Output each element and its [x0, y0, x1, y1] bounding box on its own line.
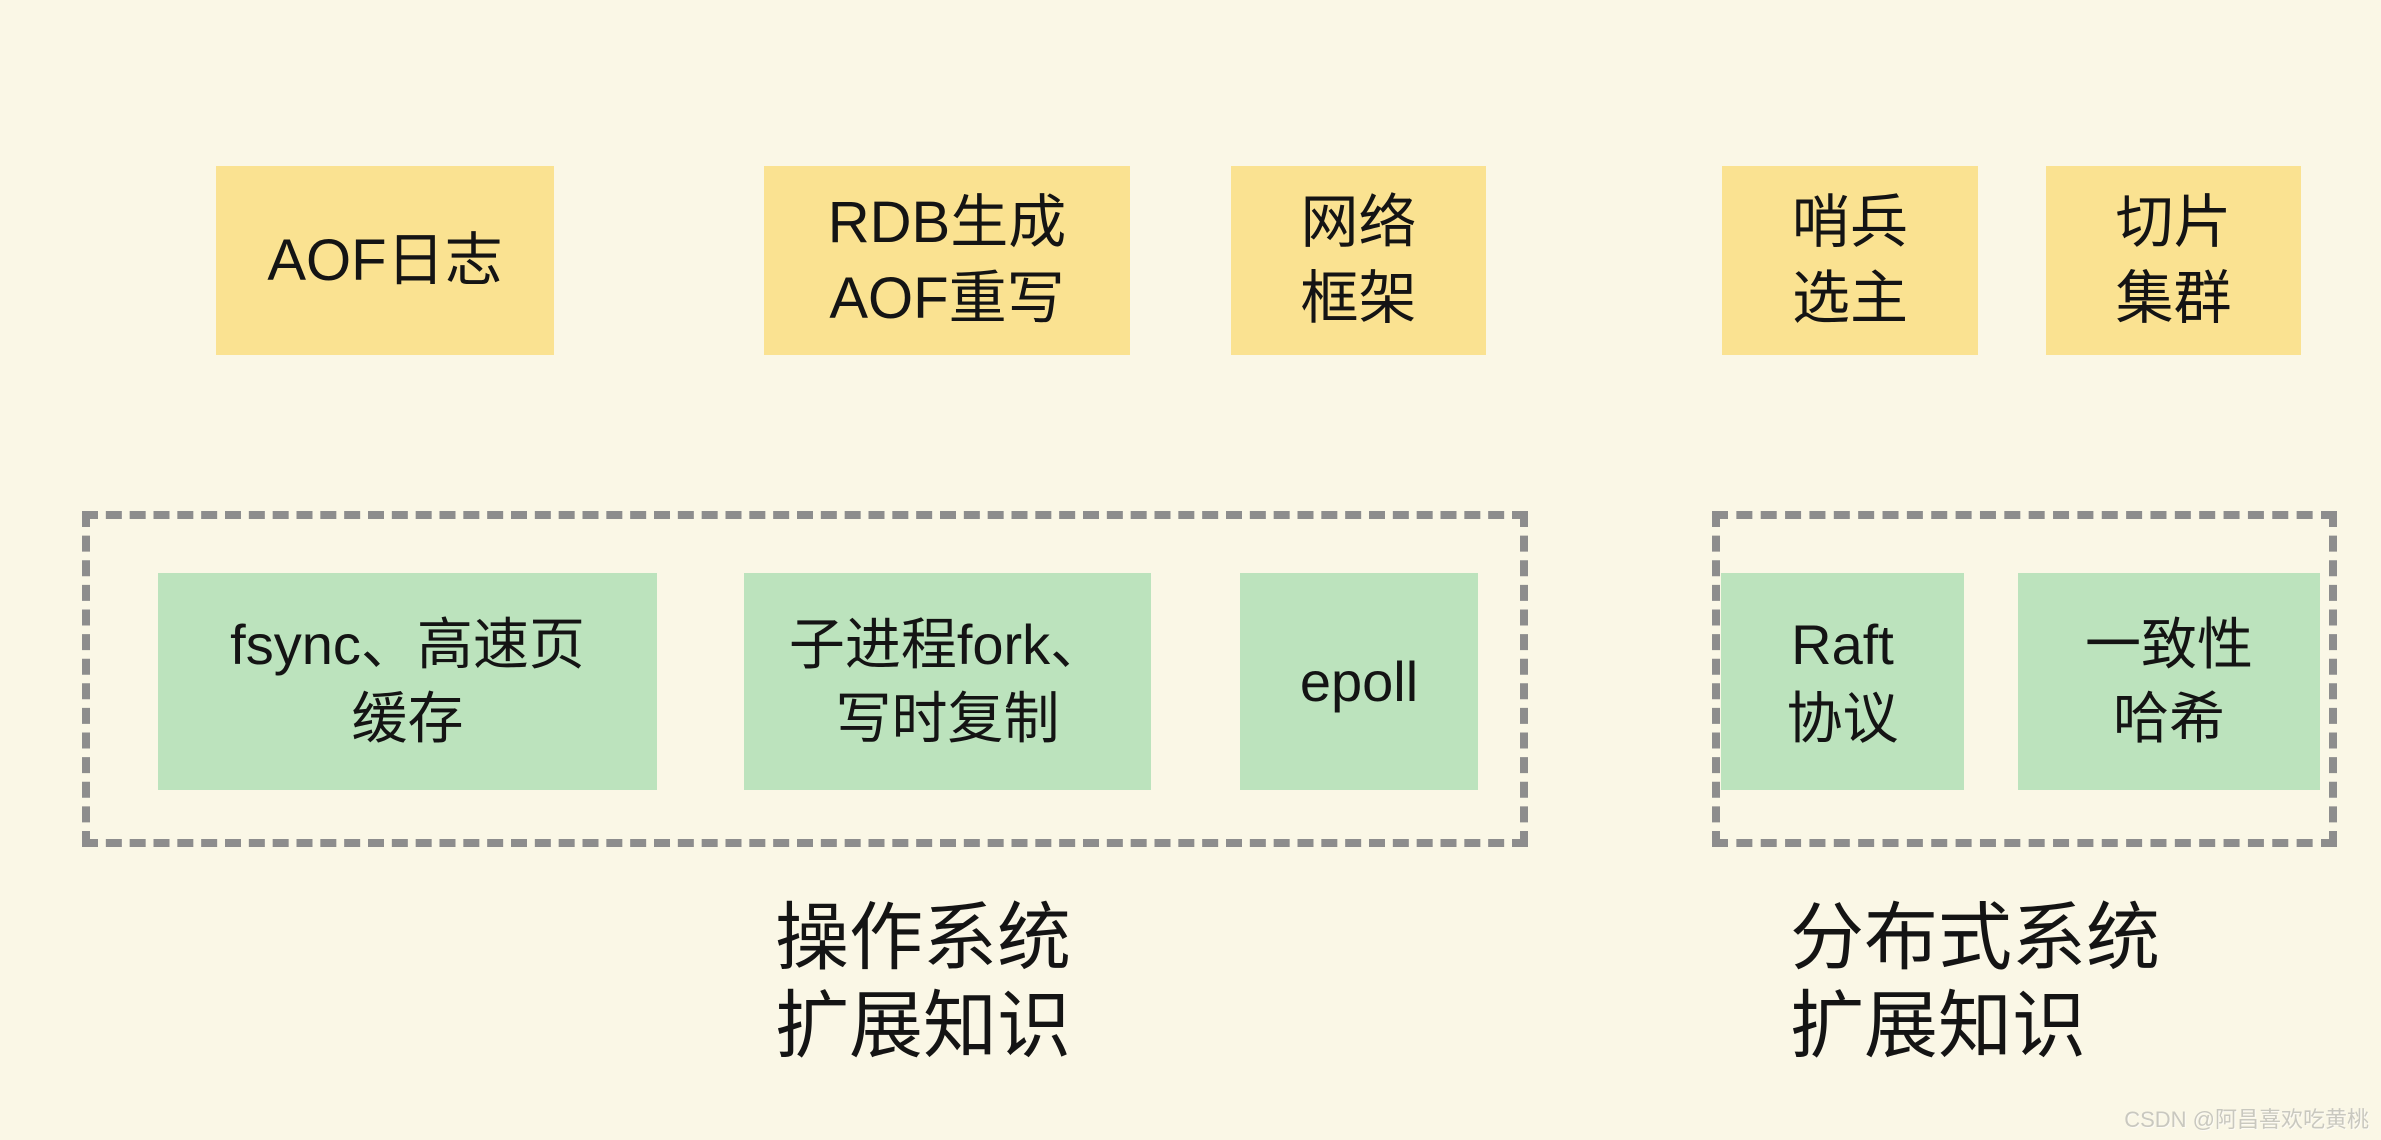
note-line: 哈希 [2113, 686, 2225, 750]
note-line: 选主 [1791, 265, 1908, 331]
label-line: 扩展知识 [1790, 984, 2086, 1067]
os-group-label: 操作系统 扩展知识 [775, 894, 1071, 1070]
sticky-note-sharded-cluster: 切片 集群 [2046, 166, 2301, 355]
note-line: epoll [1299, 649, 1419, 713]
note-line: 集群 [2115, 265, 2232, 331]
note-line: fsync、高速页 [230, 612, 585, 676]
note-line: AOF日志 [267, 227, 503, 293]
note-line: 缓存 [351, 686, 464, 750]
note-line: Raft [1791, 612, 1894, 676]
note-fsync-page-cache: fsync、高速页 缓存 [158, 573, 657, 790]
sticky-note-network-framework: 网络 框架 [1231, 166, 1486, 355]
label-line: 操作系统 [775, 896, 1071, 979]
note-line: 协议 [1786, 686, 1899, 750]
note-line: 切片 [2115, 189, 2232, 255]
sticky-note-rdb-aof-rewrite: RDB生成 AOF重写 [764, 166, 1130, 355]
note-line: RDB生成 [827, 189, 1067, 255]
note-line: AOF重写 [829, 265, 1065, 331]
note-raft-protocol: Raft 协议 [1721, 573, 1964, 790]
label-line: 分布式系统 [1790, 896, 2160, 979]
note-epoll: epoll [1240, 573, 1478, 790]
distributed-group-dashed-border [1712, 511, 2337, 847]
note-line: 子进程fork、 [788, 612, 1107, 676]
csdn-watermark: CSDN @阿昌喜欢吃黄桃 [2124, 1107, 2369, 1132]
sticky-note-aof-log: AOF日志 [216, 166, 554, 355]
note-consistent-hashing: 一致性 哈希 [2018, 573, 2320, 790]
note-line: 网络 [1300, 189, 1417, 255]
note-fork-copy-on-write: 子进程fork、 写时复制 [744, 573, 1151, 790]
note-line: 写时复制 [835, 686, 1060, 750]
note-line: 哨兵 [1791, 189, 1908, 255]
label-line: 扩展知识 [775, 984, 1071, 1067]
distributed-group-label: 分布式系统 扩展知识 [1790, 894, 2160, 1070]
os-group-dashed-border [82, 511, 1528, 847]
sticky-note-sentinel-election: 哨兵 选主 [1722, 166, 1978, 355]
note-line: 框架 [1300, 265, 1417, 331]
note-line: 一致性 [2085, 612, 2253, 676]
